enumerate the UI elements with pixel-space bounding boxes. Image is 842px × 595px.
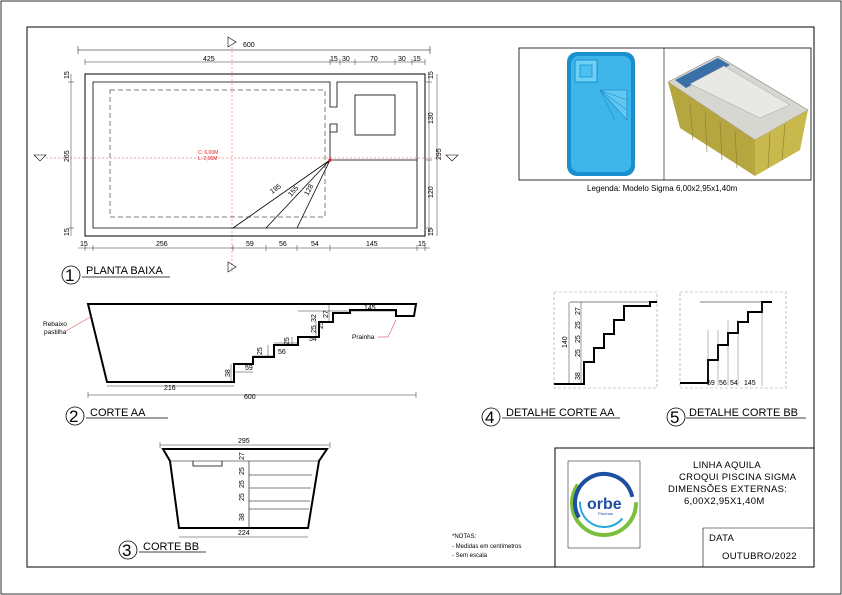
bb-top-295: 295 — [238, 438, 250, 445]
corte-bb-number: 3 — [122, 541, 131, 560]
aa-note-prainha: Prainha — [352, 334, 375, 341]
bb-h-27: 27 — [239, 452, 246, 460]
dim-bottom-54: 54 — [311, 241, 319, 248]
center-length: C: 6,00M — [198, 150, 218, 156]
legend-text: Legenda: Modelo Sigma 6,00x2,95x1,40m — [587, 184, 738, 193]
tb-date-value: OUTUBRO/2022 — [722, 551, 797, 562]
det-bb-54: 54 — [730, 380, 738, 387]
detalhe-corte-aa: 140 38 25 25 25 27 4 DETALHE CORTE AA — [481, 291, 658, 427]
det-bb-56: 56 — [719, 380, 727, 387]
aa-h-32: 32 — [311, 314, 318, 322]
planta-baixa: 600 425 15 30 70 30 15 — [33, 36, 459, 285]
dim-top-30a: 30 — [342, 56, 350, 63]
dim-top-15a: 15 — [330, 56, 338, 63]
det-aa-number: 4 — [485, 408, 494, 427]
det-aa-140: 140 — [562, 336, 569, 348]
notes-title: *NOTAS: — [452, 534, 477, 540]
notes-item-2: - Sem escala — [452, 553, 488, 559]
planta-title: PLANTA BAIXA — [86, 265, 163, 277]
bb-h-25a: 25 — [239, 467, 246, 475]
dim-right-15b: 15 — [428, 228, 435, 236]
notes-block: *NOTAS: - Medidas em centímetros - Sem e… — [452, 534, 521, 559]
dim-left-15b: 15 — [64, 228, 71, 236]
dim-top-total: 600 — [243, 42, 255, 49]
aa-note-rebaixo-2: pastilha — [44, 329, 67, 336]
bb-h-25b: 25 — [239, 480, 246, 488]
dim-bottom-59: 59 — [246, 241, 254, 248]
corte-bb-title: CORTE BB — [143, 541, 199, 553]
dim-left-15a: 15 — [64, 71, 71, 79]
det-aa-title: DETALHE CORTE AA — [506, 407, 615, 419]
notes-item-1: - Medidas em centímetros — [452, 544, 521, 550]
aa-h-25d: 25 — [318, 321, 325, 329]
corte-aa-title: CORTE AA — [90, 407, 146, 419]
pool-3d-view-image — [667, 55, 809, 176]
title-block: orbe Piscinas LINHA AQUILA CROQUI PISCIN… — [554, 447, 815, 568]
tb-line-4: 6,00X2,95X1,40M — [684, 496, 765, 507]
det-bb-59: 59 — [707, 380, 715, 387]
det-aa-25a: 25 — [575, 349, 582, 357]
det-aa-27: 27 — [575, 307, 582, 315]
corte-aa: 38 25 25 25 25 27 32 59 56 54 145 216 60… — [43, 303, 418, 426]
corte-aa-number: 2 — [69, 407, 78, 426]
logo-subtext: Piscinas — [598, 511, 613, 516]
aa-h-25a: 25 — [257, 347, 264, 355]
tb-line-3: DIMENSÕES EXTERNAS: — [668, 484, 787, 495]
dim-diag-155: 155 — [287, 185, 300, 198]
tb-line-2: CROQUI PISCINA SIGMA — [679, 472, 797, 483]
det-aa-25c: 25 — [575, 321, 582, 329]
aa-w-145: 145 — [364, 305, 376, 312]
det-bb-145: 145 — [744, 380, 756, 387]
logo-text: orbe — [587, 496, 622, 513]
dim-top-30b: 30 — [398, 56, 406, 63]
det-aa-38: 38 — [575, 372, 582, 380]
dim-right-130: 130 — [428, 112, 435, 124]
dim-bottom-15a: 15 — [80, 241, 88, 248]
det-aa-25b: 25 — [575, 335, 582, 343]
planta-number: 1 — [65, 266, 74, 285]
dim-right-total: 295 — [436, 148, 443, 160]
aa-h-38: 38 — [225, 369, 232, 377]
corte-bb: 295 27 25 25 25 38 224 3 CORTE BB — [118, 438, 331, 560]
dim-diag-195: 195 — [269, 183, 283, 195]
dim-top-425: 425 — [203, 56, 215, 63]
dim-left-265: 265 — [64, 150, 71, 162]
aa-h-27: 27 — [323, 310, 330, 318]
dim-diag-128: 128 — [304, 183, 316, 197]
bb-h-38: 38 — [239, 513, 246, 521]
bb-h-25c: 25 — [239, 493, 246, 501]
dim-top-15b: 15 — [413, 56, 421, 63]
aa-w-54: 54 — [309, 336, 317, 343]
sheet-inner-border — [26, 26, 815, 568]
render-images: Legenda: Modelo Sigma 6,00x2,95x1,40m — [518, 47, 812, 193]
dim-right-15a: 15 — [428, 71, 435, 79]
aa-note-rebaixo-1: Rebaixo — [43, 321, 67, 328]
det-bb-number: 5 — [670, 408, 679, 427]
bb-bottom-224: 224 — [238, 530, 250, 537]
tb-line-1: LINHA AQUILA — [693, 460, 761, 471]
aa-bottom-600: 600 — [244, 394, 256, 401]
aa-h-25b: 25 — [284, 337, 291, 345]
pool-top-view-image — [567, 52, 635, 176]
det-bb-title: DETALHE CORTE BB — [689, 407, 798, 419]
dim-bottom-145: 145 — [366, 241, 378, 248]
dim-bottom-256: 256 — [156, 241, 168, 248]
aa-w-56: 56 — [278, 349, 286, 356]
dim-right-120: 120 — [428, 186, 435, 198]
aa-w-59: 59 — [245, 365, 253, 372]
center-width: L: 2,95M — [198, 156, 217, 162]
tb-date-label: DATA — [709, 533, 734, 544]
detalhe-corte-bb: 59 56 54 145 5 DETALHE CORTE BB — [666, 291, 806, 427]
aa-h-25c: 25 — [311, 325, 318, 333]
orbe-logo: orbe Piscinas — [570, 469, 638, 537]
dim-bottom-56: 56 — [279, 241, 287, 248]
aa-bottom-216: 216 — [164, 385, 176, 392]
dim-top-70: 70 — [370, 56, 378, 63]
dim-bottom-15b: 15 — [418, 241, 426, 248]
